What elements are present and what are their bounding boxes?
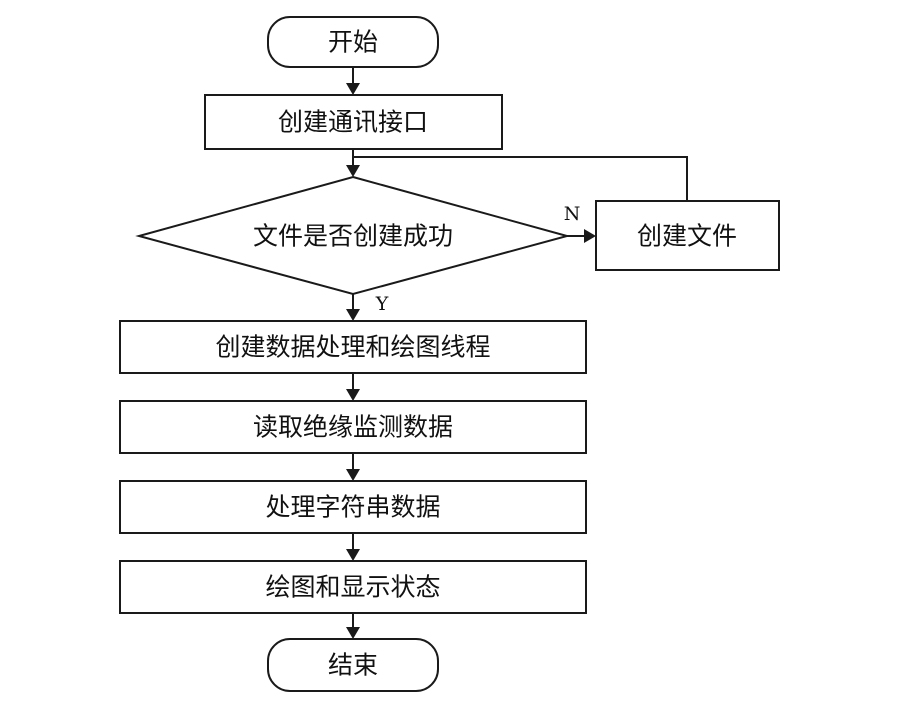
decision-label: 文件是否创建成功: [253, 222, 453, 251]
read-data-label: 读取绝缘监测数据: [253, 413, 453, 442]
decision-node: 文件是否创建成功: [135, 175, 571, 296]
create-threads-node: 创建数据处理和绘图线程: [119, 320, 587, 374]
branch-yes-label: Y: [375, 293, 389, 315]
loop-back-line: [353, 156, 688, 201]
branch-no-label: N: [564, 203, 581, 225]
create-threads-label: 创建数据处理和绘图线程: [215, 333, 490, 362]
start-node: 开始: [267, 16, 439, 68]
create-file-box: [595, 200, 780, 271]
end-node-shape: [267, 638, 439, 692]
create-file-label: 创建文件: [637, 222, 737, 251]
process-string-node: 处理字符串数据: [119, 480, 587, 534]
arrow-process-to-draw: [346, 533, 360, 561]
arrow-decision-to-create-file: [567, 229, 596, 243]
create-interface-box: [204, 94, 503, 150]
arrow-start-to-interface: [346, 67, 360, 95]
create-interface-node: 创建通讯接口: [204, 94, 503, 150]
process-string-label: 处理字符串数据: [265, 493, 440, 522]
create-file-node: 创建文件: [595, 200, 780, 271]
end-node: 结束: [267, 638, 439, 692]
draw-display-node: 绘图和显示状态: [119, 560, 587, 614]
arrow-read-to-process: [346, 453, 360, 481]
read-data-box: [119, 400, 587, 454]
arrow-interface-to-decision: [346, 149, 360, 177]
end-node-label: 结束: [328, 651, 378, 680]
draw-display-label: 绘图和显示状态: [265, 573, 440, 602]
read-data-node: 读取绝缘监测数据: [119, 400, 587, 454]
arrow-draw-to-end: [346, 613, 360, 639]
start-node-label: 开始: [328, 28, 378, 57]
create-interface-label: 创建通讯接口: [278, 108, 428, 137]
arrow-threads-to-read: [346, 373, 360, 401]
arrow-decision-to-threads: [346, 294, 360, 321]
